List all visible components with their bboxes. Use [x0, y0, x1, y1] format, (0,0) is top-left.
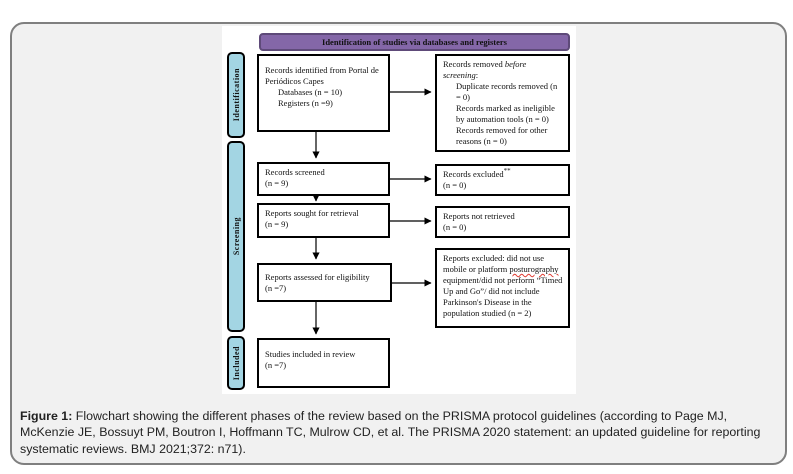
figure-caption-text: Flowchart showing the different phases o… [20, 409, 761, 456]
box-records-excluded: Records excluded** (n = 0) [435, 164, 570, 196]
phase-included: Included [227, 336, 245, 390]
records-identified-text: Records identified from Portal de Periód… [265, 65, 379, 87]
reports-not-retrieved-n: (n = 0) [443, 222, 467, 233]
reports-sought-n: (n = 9) [265, 219, 289, 230]
box-records-screened: Records screened (n = 9) [257, 162, 390, 196]
records-excluded-n: (n = 0) [443, 180, 467, 191]
records-identified-databases: Databases (n = 10) [278, 87, 343, 98]
reports-assessed-n: (n =7) [265, 283, 287, 294]
figure-caption-label: Figure 1: [20, 409, 73, 423]
reports-sought-text: Reports sought for retrieval [265, 208, 359, 218]
records-identified-registers: Registers (n =9) [278, 98, 333, 109]
box-records-identified: Records identified from Portal de Periód… [257, 54, 390, 132]
records-removed-other: Records removed for other reasons (n = 0… [456, 125, 548, 147]
records-excluded-asterisks: ** [503, 167, 511, 176]
records-removed-duplicates: Duplicate records removed (n = 0) [456, 81, 558, 103]
phase-screening: Screening [227, 141, 245, 332]
reports-excluded-text: Reports excluded: did not use mobile or … [443, 253, 563, 319]
records-excluded-text: Records excluded** [443, 167, 511, 179]
studies-included-n: (n =7) [265, 360, 287, 371]
phase-identification-label: Identification [231, 68, 241, 122]
flowchart-header: Identification of studies via databases … [259, 33, 570, 51]
box-reports-sought: Reports sought for retrieval (n = 9) [257, 203, 390, 238]
records-removed-automation: Records marked as ineligible by automati… [456, 103, 555, 125]
box-records-removed: Records removed before screening: Duplic… [435, 54, 570, 152]
figure-caption: Figure 1: Flowchart showing the differen… [20, 408, 773, 457]
misspelled-word: posturography [509, 264, 559, 275]
box-reports-excluded: Reports excluded: did not use mobile or … [435, 248, 570, 328]
records-removed-heading: Records removed before screening: [443, 59, 527, 81]
prisma-flowchart: Identification of studies via databases … [222, 26, 576, 394]
phase-included-label: Included [231, 345, 241, 381]
studies-included-text: Studies included in review [265, 349, 356, 359]
phase-screening-label: Screening [231, 217, 241, 256]
reports-not-retrieved-text: Reports not retrieved [443, 211, 515, 221]
phase-identification: Identification [227, 52, 245, 138]
box-reports-assessed: Reports assessed for eligibility (n =7) [257, 263, 392, 302]
box-studies-included: Studies included in review (n =7) [257, 338, 390, 388]
flowchart-header-label: Identification of studies via databases … [322, 37, 507, 47]
records-screened-text: Records screened [265, 167, 325, 177]
reports-assessed-text: Reports assessed for eligibility [265, 272, 370, 282]
records-screened-n: (n = 9) [265, 178, 289, 189]
box-reports-not-retrieved: Reports not retrieved (n = 0) [435, 206, 570, 238]
